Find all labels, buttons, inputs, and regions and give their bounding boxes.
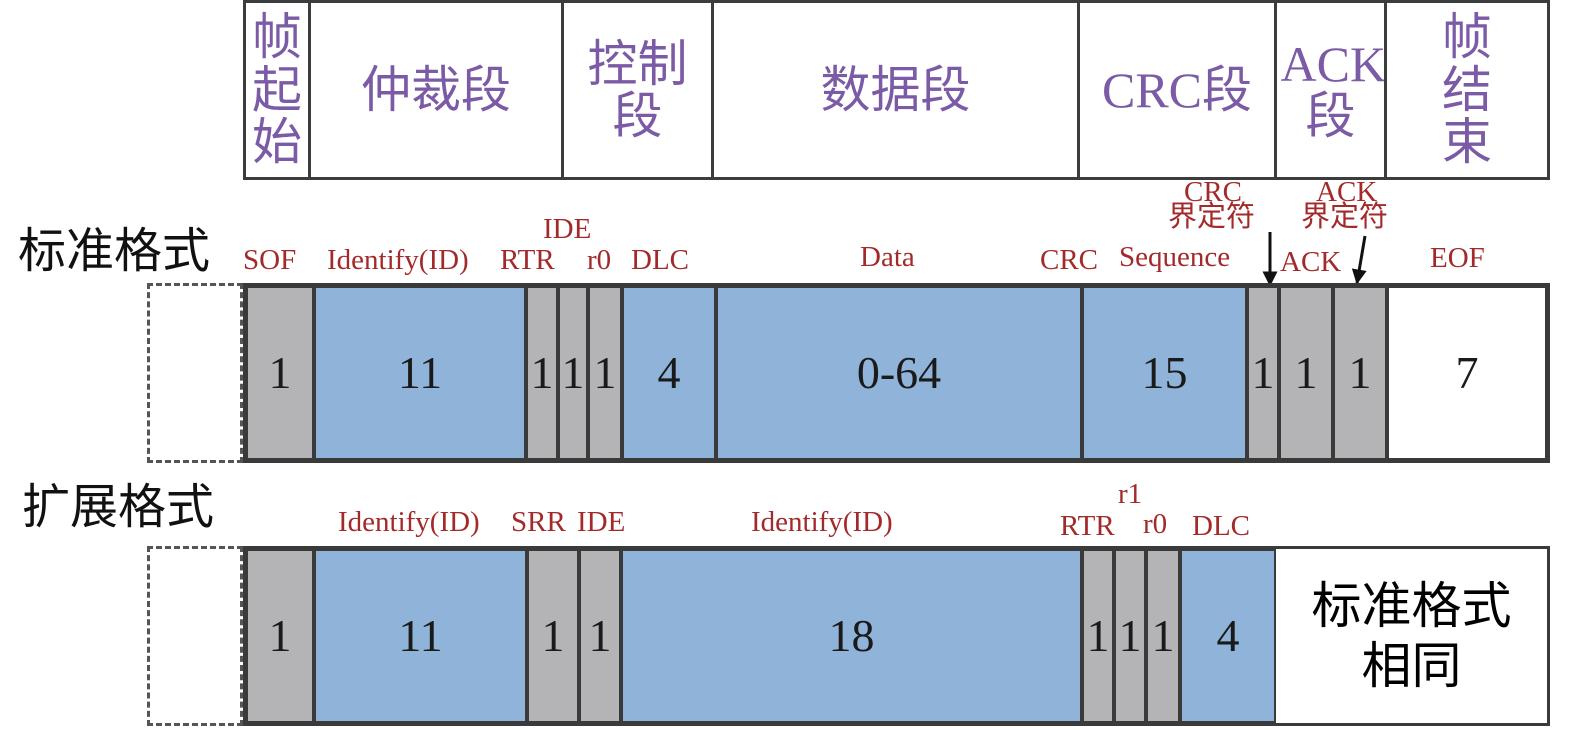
ext-label-r1: r1 xyxy=(1118,478,1143,510)
std-bit-crc-delim: 1 xyxy=(1247,286,1279,460)
ext-same-note-line-1: 标准格式 xyxy=(1311,578,1512,634)
label-sof: SOF xyxy=(243,244,297,276)
std-bit-r0: 1 xyxy=(588,286,622,460)
label-sequence: Sequence xyxy=(1119,241,1231,273)
header-control: 控制段 xyxy=(561,0,714,180)
ext-bit-dlc: 4 xyxy=(1180,549,1276,723)
label-eof: EOF xyxy=(1430,242,1485,274)
header-ack: ACK段 xyxy=(1274,0,1387,180)
label-dlc: DLC xyxy=(631,244,689,276)
std-bit-data: 0-64 xyxy=(716,286,1082,460)
label-crc-delimiter-1: CRC xyxy=(1184,176,1243,208)
std-bit-dlc: 4 xyxy=(622,286,716,460)
ext-label-srr: SRR xyxy=(511,506,566,538)
ext-bit-sof: 1 xyxy=(246,549,314,723)
std-bit-rtr: 1 xyxy=(526,286,558,460)
standard-frame-row: 1 11 1 1 1 4 0-64 15 1 1 1 7 xyxy=(243,283,1550,463)
ack-delimiter-arrow xyxy=(1351,235,1367,285)
label-r0: r0 xyxy=(587,244,612,276)
std-bit-ide: 1 xyxy=(558,286,588,460)
ext-label-identify-2: Identify(ID) xyxy=(751,506,893,538)
std-bit-ack-delim: 1 xyxy=(1333,286,1387,460)
ext-same-note-line-2: 相同 xyxy=(1361,638,1462,694)
std-bit-identify: 11 xyxy=(314,286,526,460)
standard-format-title: 标准格式 xyxy=(18,225,211,278)
label-ack: ACK xyxy=(1280,246,1342,278)
ext-label-r0: r0 xyxy=(1143,508,1168,540)
ext-same-as-standard: 标准格式 相同 xyxy=(1276,549,1547,723)
ext-bit-ide: 1 xyxy=(579,549,621,723)
label-ack-delimiter-1: ACK xyxy=(1316,176,1378,208)
header-data: 数据段 xyxy=(711,0,1080,180)
extended-frame-row: 1 11 1 1 18 1 1 1 4 标准格式 相同 xyxy=(243,546,1550,726)
ext-bit-rtr: 1 xyxy=(1082,549,1114,723)
std-bit-eof: 7 xyxy=(1387,286,1547,460)
ext-bit-identify-1: 11 xyxy=(314,549,527,723)
frame-header: 帧起始 仲裁段 控制段 数据段 CRC段 ACK段 帧结束 xyxy=(243,0,1550,180)
header-sof: 帧起始 xyxy=(243,0,311,180)
ext-bit-r1: 1 xyxy=(1114,549,1146,723)
label-ide: IDE xyxy=(543,213,592,245)
ext-bit-r0: 1 xyxy=(1146,549,1180,723)
ext-label-dlc: DLC xyxy=(1192,510,1250,542)
label-data: Data xyxy=(860,241,915,273)
std-bit-sof: 1 xyxy=(246,286,314,460)
ext-label-rtr: RTR xyxy=(1060,510,1115,542)
label-crc-delimiter-2: 界定符 xyxy=(1168,201,1256,233)
header-crc: CRC段 xyxy=(1077,0,1277,180)
label-crc: CRC xyxy=(1040,244,1099,276)
label-ack-delimiter-2: 界定符 xyxy=(1301,201,1389,233)
label-rtr: RTR xyxy=(500,244,555,276)
header-arbitration: 仲裁段 xyxy=(308,0,564,180)
std-bit-crc-seq: 15 xyxy=(1082,286,1247,460)
ext-bit-identify-2: 18 xyxy=(621,549,1082,723)
std-bit-ack: 1 xyxy=(1279,286,1333,460)
extended-placeholder-box xyxy=(147,546,243,726)
ext-label-identify-1: Identify(ID) xyxy=(338,506,480,538)
extended-format-title: 扩展格式 xyxy=(22,481,215,534)
ext-bit-srr: 1 xyxy=(527,549,579,723)
standard-placeholder-box xyxy=(147,283,243,463)
header-eof: 帧结束 xyxy=(1384,0,1550,180)
label-identify: Identify(ID) xyxy=(327,244,469,276)
ext-label-ide: IDE xyxy=(577,506,626,538)
